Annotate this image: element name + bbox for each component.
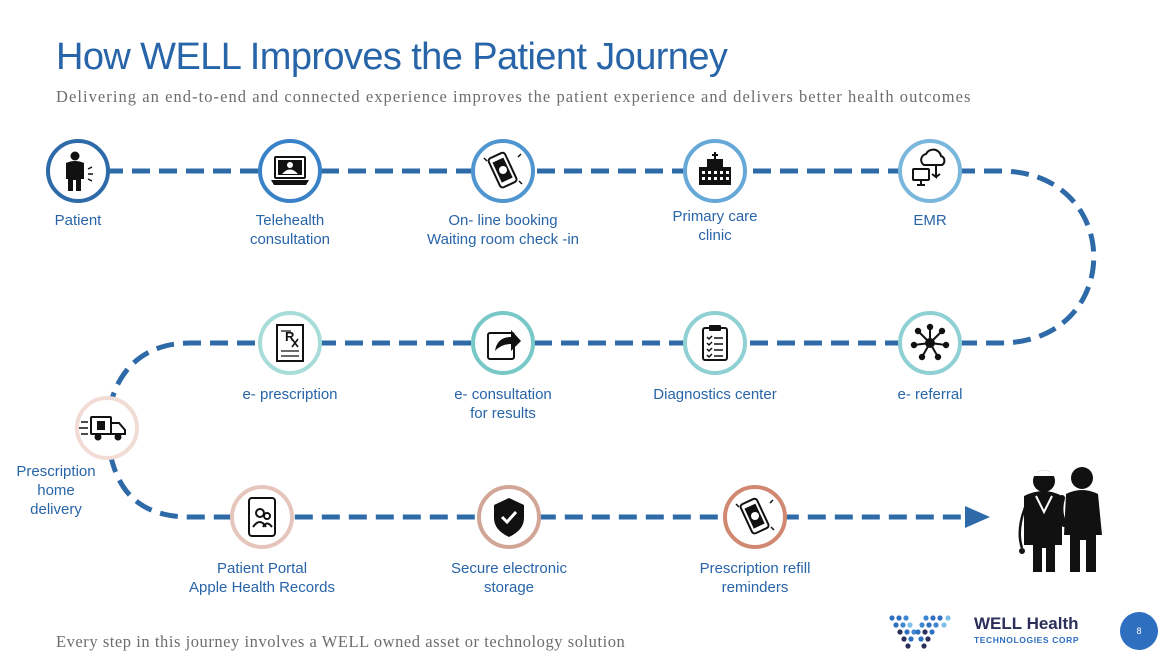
node-label-emr: EMR [820, 211, 1040, 230]
journey-node-e-prescription: R [258, 311, 322, 375]
network-icon [910, 323, 950, 361]
node-label-line: storage [483, 579, 535, 596]
node-label-line: Patient Portal [216, 560, 308, 577]
node-label-line: Primary care [672, 208, 758, 225]
node-label-line: On- line booking [448, 212, 558, 229]
node-label-delivery: Prescription home delivery [0, 462, 166, 519]
node-label-line: Patient [54, 212, 102, 229]
node-label-line: Diagnostics center [653, 386, 777, 403]
clinic-icon [699, 152, 731, 185]
node-label-line: e- prescription [242, 386, 338, 403]
node-label-line: Waiting room check -in [427, 231, 579, 248]
node-label-primary-care: Primary care clinic [605, 207, 825, 245]
node-label-e-referral: e- referral [820, 385, 1040, 404]
journey-node-telehealth [258, 139, 322, 203]
node-label-line: Secure electronic [451, 560, 567, 577]
shield-icon [494, 498, 524, 537]
page-subtitle: Delivering an end-to-end and connected e… [56, 87, 972, 106]
node-label-line: Apple Health Records [189, 579, 335, 596]
node-label-line: home [37, 482, 75, 499]
node-label-line: clinic [698, 227, 732, 244]
cloud-computer-icon [912, 148, 946, 186]
journey-node-storage [477, 485, 541, 549]
logo-tagline: TECHNOLOGIES CORP [974, 635, 1080, 645]
svg-text:R: R [285, 329, 295, 344]
journey-node-booking [471, 139, 535, 203]
share-icon [487, 330, 521, 360]
node-label-line: for results [470, 405, 536, 422]
node-label-line: Telehealth [255, 212, 325, 229]
company-logo: WELL Health TECHNOLOGIES CORP [888, 612, 1108, 652]
phone-refill-icon [735, 497, 775, 535]
node-label-line: e- consultation [454, 386, 552, 403]
node-label-e-prescription: e- prescription [180, 385, 400, 404]
tablet-portal-icon [248, 497, 276, 537]
node-label-refill: Prescription refill reminders [645, 559, 865, 597]
logo-mark-icon [889, 615, 951, 649]
page-title: How WELL Improves the Patient Journey [56, 36, 728, 78]
journey-node-e-referral [898, 311, 962, 375]
node-label-line: e- referral [897, 386, 963, 403]
node-label-line: delivery [30, 501, 82, 518]
node-label-line: Prescription refill [699, 560, 811, 577]
journey-node-refill [723, 485, 787, 549]
node-label-storage: Secure electronic storage [399, 559, 619, 597]
phone-booking-icon [483, 151, 523, 189]
journey-node-portal [230, 485, 294, 549]
journey-node-e-consultation [471, 311, 535, 375]
node-label-telehealth: Telehealth consultation [180, 211, 400, 249]
journey-node-diagnostics [683, 311, 747, 375]
logo-name: WELL Health [974, 614, 1079, 633]
journey-node-patient [46, 139, 110, 203]
node-label-line: consultation [249, 231, 331, 248]
journey-nodes: R [46, 139, 962, 549]
node-label-e-consultation: e- consultation for results [393, 385, 613, 423]
footer-note: Every step in this journey involves a WE… [56, 632, 626, 651]
node-label-patient: Patient [0, 211, 188, 230]
node-label-line: EMR [913, 212, 947, 229]
clipboard-icon [702, 325, 728, 361]
page-number: 8 [1120, 612, 1158, 650]
delivery-truck-icon [79, 416, 126, 441]
journey-node-emr [898, 139, 962, 203]
node-label-diagnostics: Diagnostics center [605, 385, 825, 404]
node-label-line: reminders [721, 579, 789, 596]
journey-node-primary-care [683, 139, 747, 203]
journey-node-delivery [75, 396, 139, 460]
laptop-icon [271, 156, 309, 185]
doctor-and-patient-icon [1018, 467, 1102, 572]
patient-icon [66, 151, 93, 191]
prescription-icon: R [276, 324, 304, 362]
node-label-line: Prescription [16, 463, 96, 480]
